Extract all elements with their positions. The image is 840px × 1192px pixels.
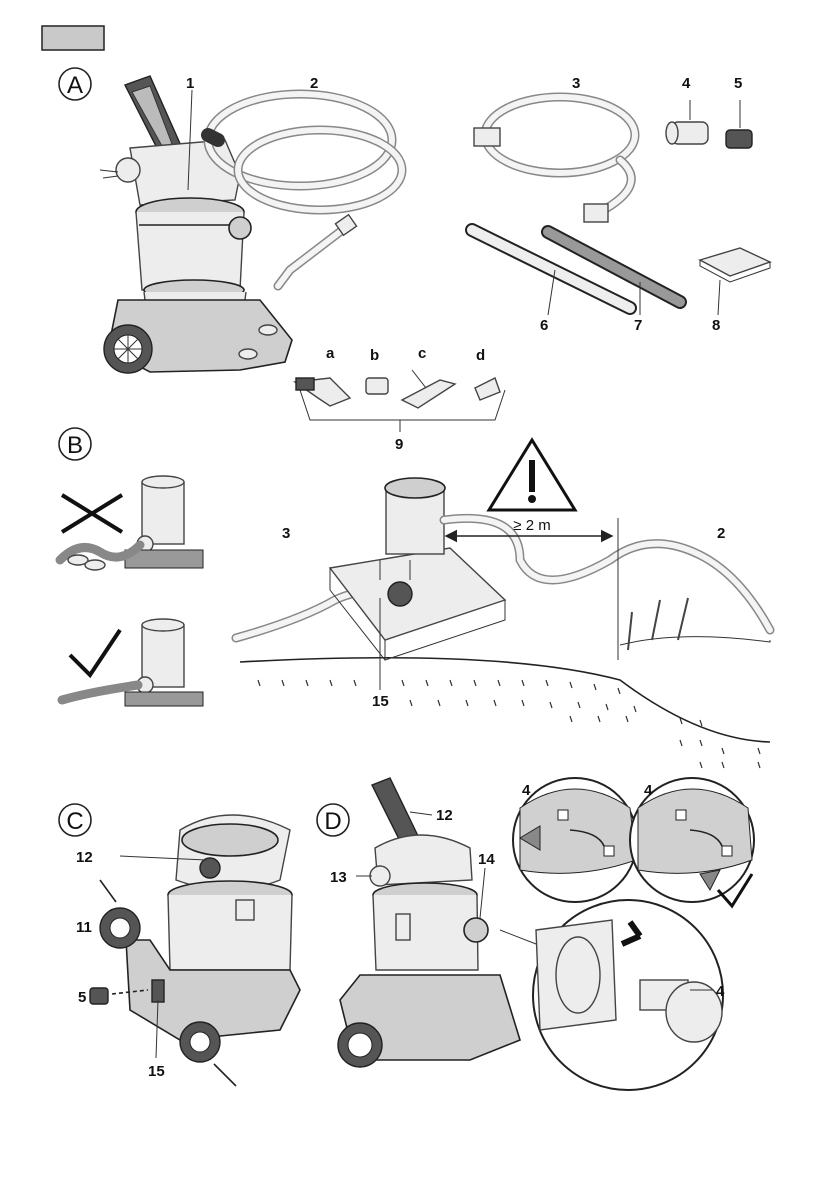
label-d-13: 13 [330, 869, 347, 886]
label-a-2: 2 [310, 75, 318, 92]
label-a-6: 6 [540, 317, 548, 334]
section-b: B [59, 428, 770, 768]
check-mark-icon [70, 630, 120, 675]
pump-unit-c [100, 815, 300, 1086]
section-d: D 12 13 14 4 [317, 778, 754, 1090]
label-a-5: 5 [734, 75, 742, 92]
adapter-5-c [90, 988, 108, 1004]
section-c: C 12 11 5 15 [59, 804, 300, 1086]
section-a: A 1 [59, 68, 770, 453]
label-a-c: c [418, 345, 426, 362]
right-placement [62, 619, 203, 706]
label-d-14: 14 [478, 851, 495, 868]
distance-label: ≥ 2 m [513, 517, 550, 534]
section-b-letter: B [67, 432, 83, 459]
label-d-4-b: 4 [644, 782, 653, 799]
label-a-1: 1 [186, 75, 194, 92]
tube-6 [472, 230, 630, 315]
label-b-2: 2 [717, 525, 725, 542]
label-b-3: 3 [282, 525, 290, 542]
pump-unit-a [100, 76, 292, 373]
label-a-d: d [476, 347, 485, 364]
label-c-12: 12 [76, 849, 93, 866]
water-pattern [258, 680, 760, 768]
label-c-11: 11 [76, 919, 92, 936]
booklet-8 [700, 248, 770, 315]
label-d-4-c: 4 [716, 983, 725, 1000]
adapter-4 [666, 100, 708, 144]
wrong-placement [60, 476, 203, 570]
label-a-8: 8 [712, 317, 720, 334]
label-c-15: 15 [148, 1063, 165, 1080]
label-a-a: a [326, 345, 335, 362]
pump-unit-d [338, 778, 520, 1067]
label-a-7: 7 [634, 317, 642, 334]
nozzle-set-9 [295, 370, 505, 432]
label-c-5: 5 [78, 989, 86, 1006]
section-c-letter: C [66, 808, 83, 835]
label-d-12: 12 [436, 807, 453, 824]
label-a-4: 4 [682, 75, 691, 92]
label-a-3: 3 [572, 75, 580, 92]
unlock-icon [558, 810, 568, 820]
label-a-b: b [370, 347, 379, 364]
hose-3 [474, 97, 635, 222]
cross-mark-icon [62, 495, 122, 532]
adapter-5 [726, 100, 752, 148]
section-a-letter: A [67, 72, 83, 99]
label-a-9: 9 [395, 436, 403, 453]
section-d-letter: D [324, 808, 341, 835]
label-d-4-a: 4 [522, 782, 531, 799]
language-tab [42, 26, 104, 50]
lock-icon [604, 846, 614, 856]
pond-scene [236, 440, 770, 742]
detail-mounting [500, 900, 723, 1090]
warning-triangle-icon [489, 440, 575, 510]
label-b-15: 15 [372, 693, 389, 710]
detail-unlocked [513, 778, 637, 902]
